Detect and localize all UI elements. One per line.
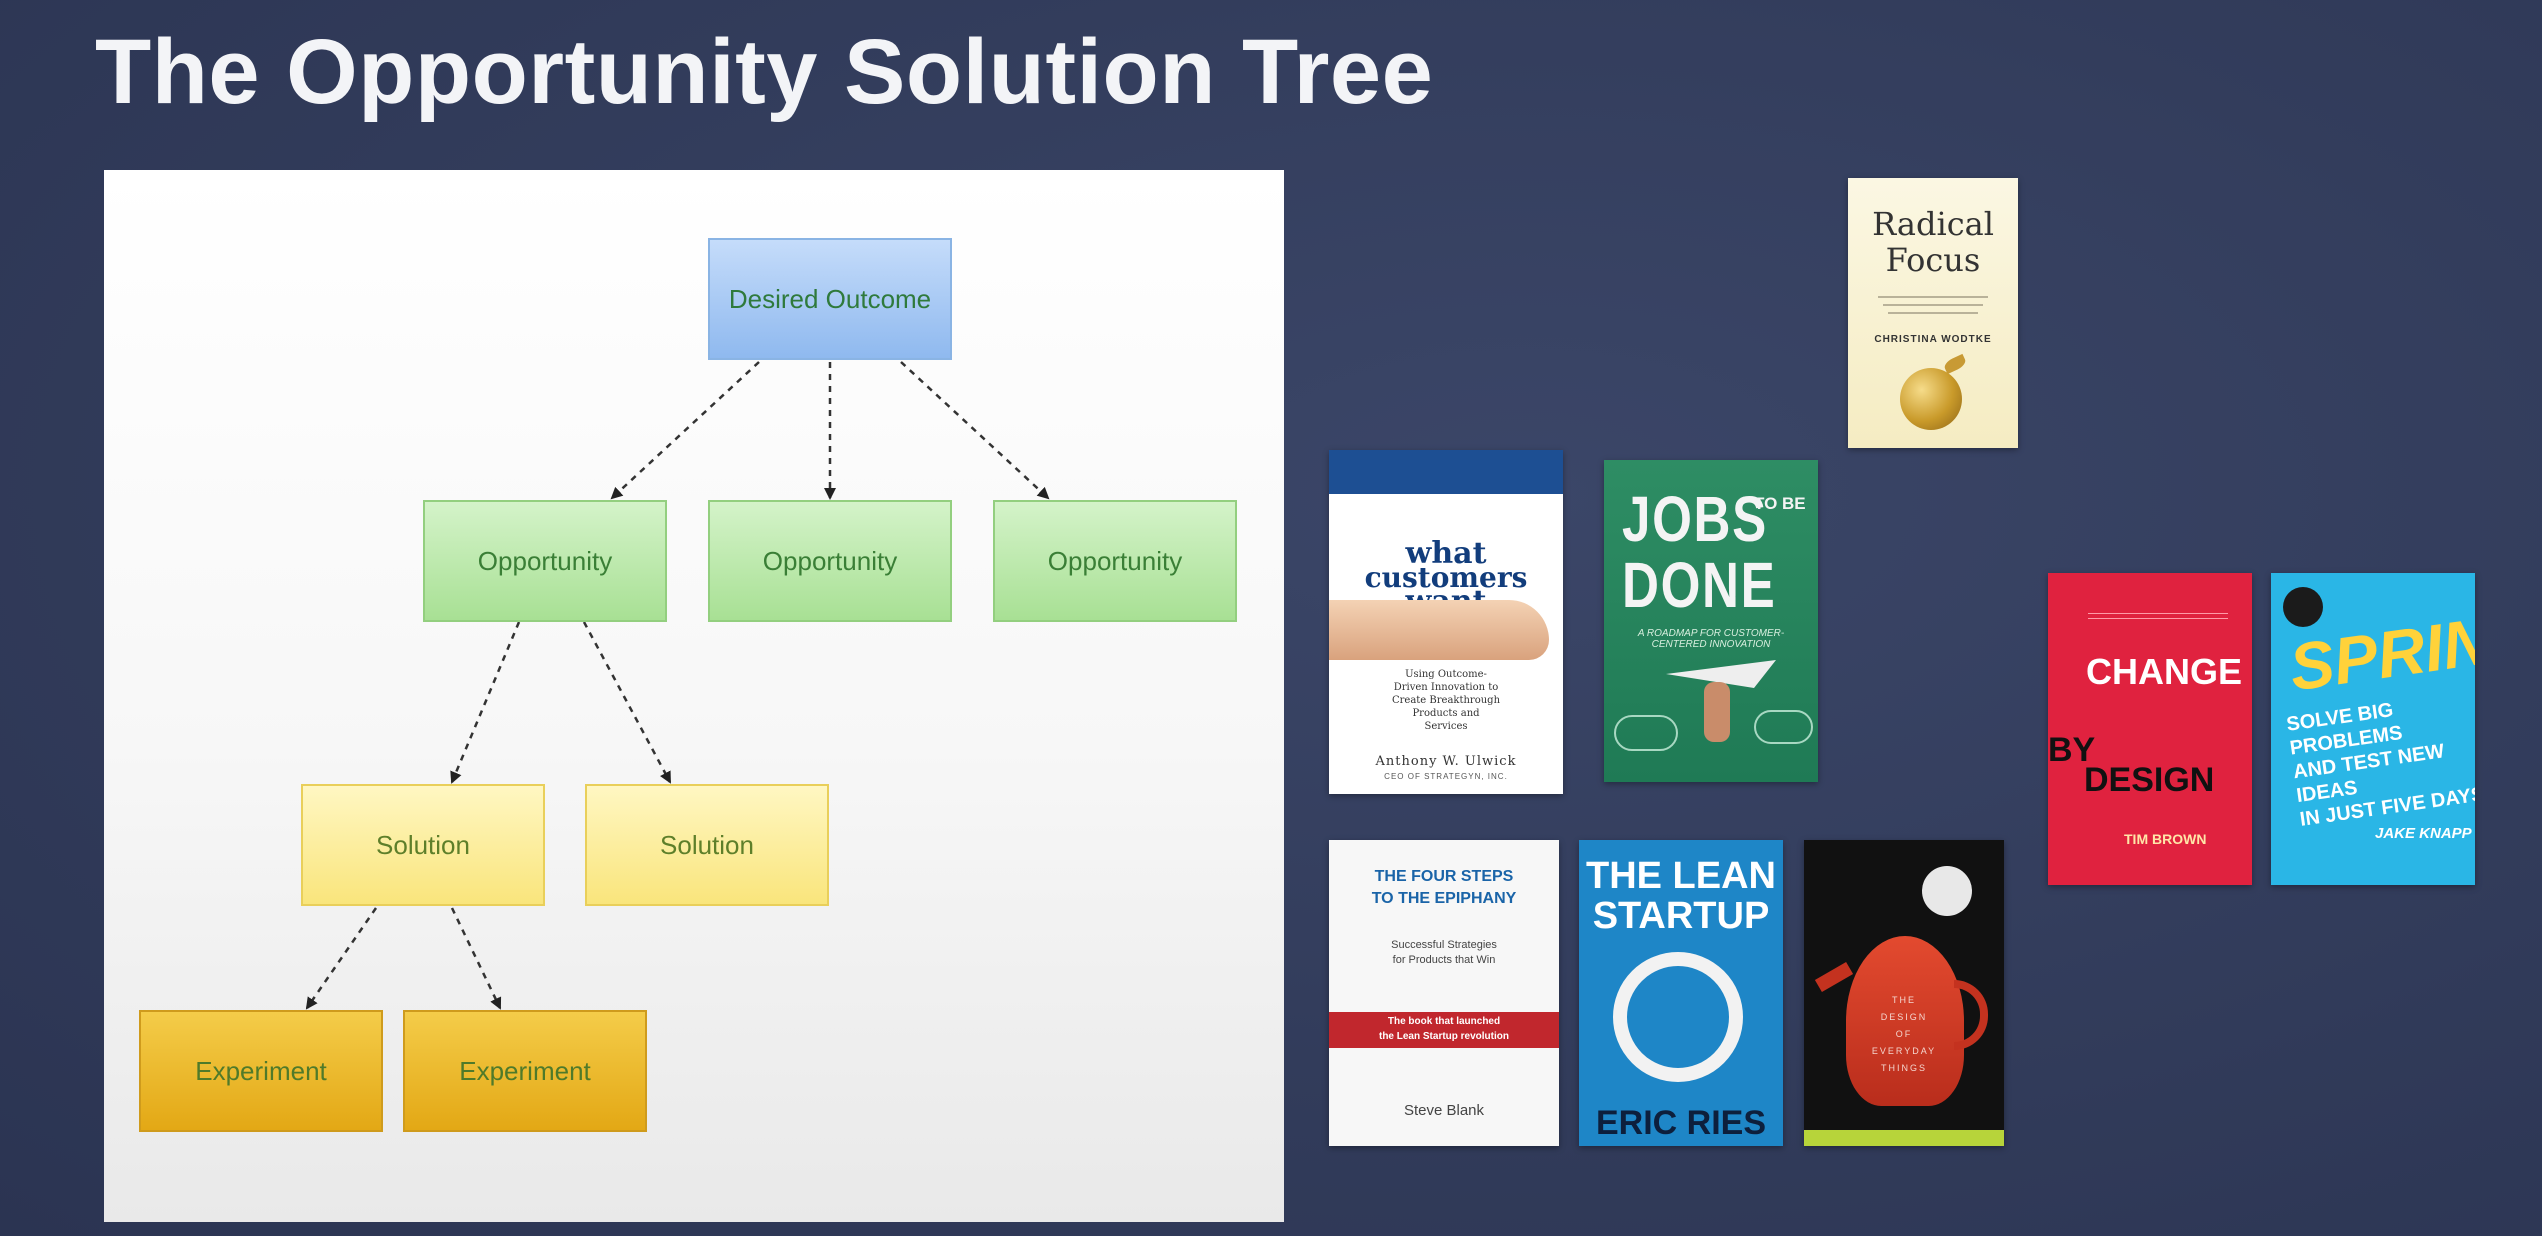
book-title-line3: OF [1895,1029,1913,1039]
book-title-line1: THE LEAN [1586,855,1776,897]
book-title-small: TO BE [1754,494,1806,513]
subtitle-lines [1848,290,2018,320]
book-band-line1: The book that launched [1387,1016,1501,1027]
subtitle-lines [2088,613,2228,619]
book-subtitle: Using Outcome-Driven Innovation to Creat… [1391,669,1501,732]
book-band-line2: the Lean Startup revolution [1378,1031,1509,1042]
book-title-line1: Radical [1872,205,1994,243]
book-radical-focus: Radical Focus CHRISTINA WODTKE [1848,178,2018,448]
cloud-icon [1614,715,1678,751]
connector-outcome-opportunity-1 [610,361,760,500]
book-title-line4: EVERYDAY [1871,1046,1937,1056]
book-the-lean-startup: THE LEAN STARTUP ERIC RIES [1579,840,1783,1146]
book-author: TIM BROWN [2124,831,2207,847]
book-title-line2: TO THE EPIPHANY [1371,890,1517,907]
cloud-icon-2 [1754,710,1813,744]
red-band [1329,1012,1559,1048]
book-title-line1: JOBS [1622,483,1768,555]
steam-circle-icon [1922,866,1972,916]
opportunity-node-1: Opportunity [423,500,667,622]
book-title-line2: Focus [1885,241,1981,279]
connector-outcome-opportunity-3 [900,361,1050,500]
book-author: JAKE KNAPP [2375,825,2472,842]
desired-outcome-node: Desired Outcome [708,238,952,360]
opportunity-solution-tree-diagram: Desired Outcome Opportunity Opportunity … [104,170,1284,1222]
connector-opportunity-solution-2 [582,621,672,784]
book-title-line1: THE FOUR STEPS [1374,868,1514,885]
book-subtitle-line2: for Products that Win [1392,954,1496,966]
book-what-customers-want: what customers want Using Outcome-Driven… [1329,450,1563,794]
book-sprint: SPRINT SOLVE BIG PROBLEMS AND TEST NEW I… [2271,573,2475,885]
tree-connectors [305,361,1050,1010]
book-title-line1: THE [1892,995,1916,1005]
book-title-line5: THINGS [1880,1063,1927,1073]
book-title-line2: DESIGN [1880,1012,1928,1022]
book-subtitle: A ROADMAP FOR CUSTOMER-CENTERED INNOVATI… [1637,628,1785,650]
book-title-line2: customers [1364,561,1528,594]
book-author-role: CEO OF STRATEGYN, INC. [1384,772,1508,781]
opportunity-node-2: Opportunity [708,500,952,622]
top-band [1329,450,1563,494]
book-title-line1: what [1405,536,1487,571]
opportunity-node-3: Opportunity [993,500,1237,622]
bottom-band [1804,1130,2004,1146]
connector-opportunity-solution-1 [450,621,521,784]
slide-title: The Opportunity Solution Tree [95,21,1434,123]
experiment-node-1: Experiment [139,1010,383,1132]
book-subtitle-line1: Successful Strategies [1391,939,1497,951]
solution-node-2: Solution [585,784,829,906]
book-jobs-to-be-done: JOBS TO BE DONE A ROADMAP FOR CUSTOMER-C… [1604,460,1818,782]
connector-solution-experiment-1 [305,907,378,1010]
apple-leaf-icon [1942,353,1968,375]
book-title-line1: CHANGE [2086,651,2243,692]
bestseller-badge-icon [2283,587,2323,627]
book-change-by-design: CHANGE BY DESIGN TIM BROWN [2048,573,2252,885]
book-title-line2: STARTUP [1592,895,1770,937]
connector-solution-experiment-2 [450,907,502,1010]
brush-circle-icon [1613,952,1743,1082]
book-four-steps-to-the-epiphany: THE FOUR STEPS TO THE EPIPHANY Successfu… [1329,840,1559,1146]
experiment-node-2: Experiment [403,1010,647,1132]
book-title-line2: BY [2048,731,2096,769]
book-author: CHRISTINA WODTKE [1874,334,1992,345]
book-author: ERIC RIES [1595,1104,1767,1142]
teapot-spout-icon [1814,961,1854,993]
teapot-icon [1846,936,1964,1106]
golden-apple-icon [1900,368,1962,430]
hand-icon [1704,682,1730,742]
book-title-line2: DONE [1622,549,1777,621]
book-author: Steve Blank [1403,1102,1485,1119]
book-design-of-everyday-things: THE DESIGN OF EVERYDAY THINGS [1804,840,2004,1146]
book-title-line3: DESIGN [2084,761,2215,799]
open-hand-icon [1329,600,1549,660]
solution-node-1: Solution [301,784,545,906]
book-author: Anthony W. Ulwick [1375,754,1517,769]
